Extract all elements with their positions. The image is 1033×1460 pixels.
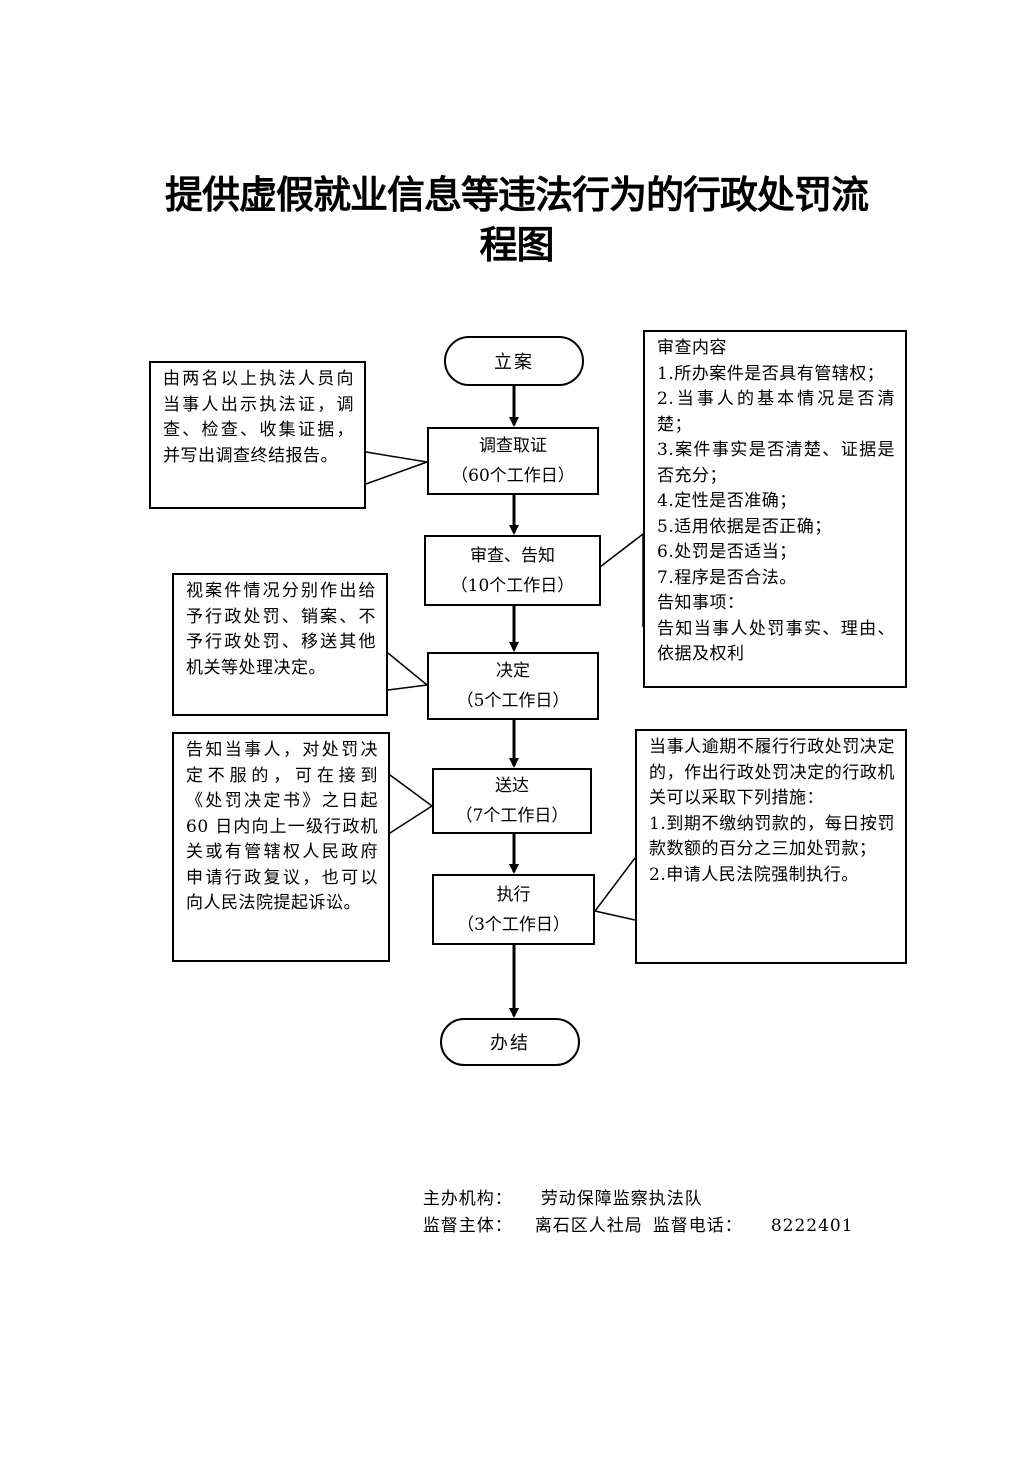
stage-name: 决定 <box>496 661 530 681</box>
notify-item: 告知当事人处罚事实、理由、依据及权利 <box>657 618 895 665</box>
execution-measure: 2.申请人民法院强制执行。 <box>649 864 859 885</box>
note-text: 告知当事人，对处罚决定不服的，可在接到《处罚决定书》之日起 60 日内向上一级行… <box>186 740 378 913</box>
review-item: 6.处罚是否适当； <box>657 542 797 562</box>
note-delivery: 告知当事人，对处罚决定不服的，可在接到《处罚决定书》之日起 60 日内向上一级行… <box>172 732 390 962</box>
phone-value: 8222401 <box>770 1216 854 1236</box>
footer-organizer: 主办机构： 劳动保障监察执法队 <box>410 1160 703 1212</box>
phone-label: 监督电话： <box>652 1216 743 1236</box>
organizer-value: 劳动保障监察执法队 <box>540 1189 703 1209</box>
page-title-line-1: 提供虚假就业信息等违法行为的行政处罚流 <box>164 173 869 217</box>
stage-investigation: 调查取证 （60个工作日） <box>427 427 599 495</box>
notify-heading: 告知事项： <box>657 593 745 613</box>
stage-duration: （60个工作日） <box>451 466 575 486</box>
footer-supervision: 监督主体： 离石区人社局监督电话： 8222401 <box>410 1187 854 1239</box>
note-investigation: 由两名以上执法人员向当事人出示执法证，调查、检查、收集证据，并写出调查终结报告。 <box>149 361 366 509</box>
stage-execution: 执行 （3个工作日） <box>432 874 595 945</box>
page-title-line-2: 程图 <box>479 223 554 267</box>
note-text: 视案件情况分别作出给予行政处罚、销案、不予行政处罚、移送其他机关等处理决定。 <box>186 581 376 678</box>
stage-name: 审查、告知 <box>470 545 555 566</box>
callout-investigation <box>365 451 430 485</box>
execution-measure: 1.到期不缴纳罚款的，每日按罚款数额的百分之三加处罚款； <box>649 813 895 860</box>
stage-duration: （10个工作日） <box>450 575 575 596</box>
supervisor-value: 离石区人社局 <box>534 1216 643 1236</box>
review-item: 1.所办案件是否具有管辖权； <box>657 363 885 384</box>
stage-duration: （5个工作日） <box>456 691 570 711</box>
callout-execution <box>593 857 636 921</box>
review-item: 7.程序是否合法。 <box>657 567 797 588</box>
end-terminal: 办结 <box>440 1018 580 1066</box>
note-review-content: 审查内容 1.所办案件是否具有管辖权； 2.当事人的基本情况是否清楚； 3.案件… <box>643 330 907 688</box>
callout-review <box>599 532 644 627</box>
stage-name: 送达 <box>495 776 529 796</box>
end-label: 办结 <box>490 1033 530 1054</box>
review-item: 3.案件事实是否清楚、证据是否充分； <box>657 440 895 486</box>
supervisor-label: 监督主体： <box>422 1216 513 1236</box>
review-heading: 审查内容 <box>657 338 727 358</box>
start-terminal: 立案 <box>444 336 584 386</box>
callout-decision <box>387 652 429 691</box>
organizer-label: 主办机构： <box>422 1189 513 1209</box>
stage-delivery: 送达 （7个工作日） <box>432 768 592 834</box>
start-label: 立案 <box>494 352 534 373</box>
execution-intro: 当事人逾期不履行行政处罚决定的，作出行政处罚决定的行政机关可以采取下列措施： <box>649 737 895 808</box>
stage-name: 执行 <box>496 884 531 905</box>
note-decision: 视案件情况分别作出给予行政处罚、销案、不予行政处罚、移送其他机关等处理决定。 <box>172 573 388 716</box>
stage-duration: （7个工作日） <box>455 806 569 826</box>
stage-duration: （3个工作日） <box>457 914 570 935</box>
review-item: 5.适用依据是否正确； <box>657 516 832 537</box>
stage-name: 调查取证 <box>479 436 547 456</box>
stage-review-notify: 审查、告知 （10个工作日） <box>424 535 601 606</box>
review-item: 2.当事人的基本情况是否清楚； <box>657 389 895 435</box>
stage-decision: 决定 （5个工作日） <box>427 652 599 720</box>
callout-delivery <box>389 774 434 834</box>
note-execution: 当事人逾期不履行行政处罚决定的，作出行政处罚决定的行政机关可以采取下列措施： 1… <box>635 729 907 964</box>
note-text: 由两名以上执法人员向当事人出示执法证，调查、检查、收集证据，并写出调查终结报告。 <box>163 369 354 466</box>
review-item: 4.定性是否准确； <box>657 491 797 511</box>
